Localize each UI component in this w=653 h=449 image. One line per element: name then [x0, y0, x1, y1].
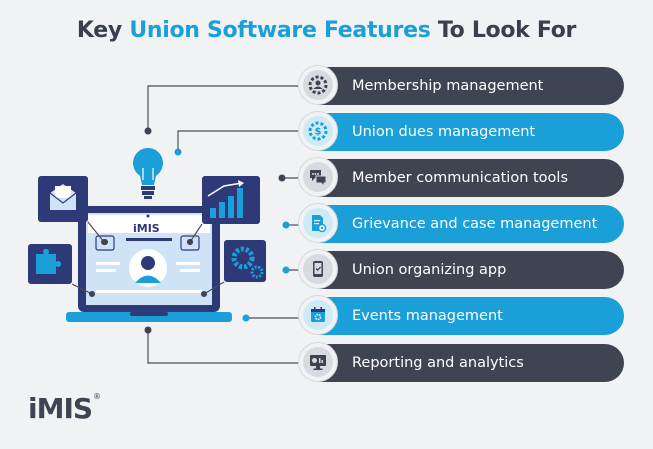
feature-icon-ring	[298, 249, 338, 289]
feature-label: Union organizing app	[352, 262, 507, 278]
page-title: Key Union Software Features To Look For	[0, 18, 653, 43]
feature-icon-bg	[303, 300, 333, 330]
feature-membership-management: Membership management	[298, 65, 624, 105]
calendar-gear-icon	[311, 307, 325, 322]
feature-icon-bg	[303, 70, 333, 100]
connector-dot	[282, 266, 290, 274]
connector-dot	[144, 127, 152, 135]
envelope-panel	[38, 176, 88, 222]
title-start: Key	[76, 18, 130, 43]
screen-logo: iMIS	[133, 222, 160, 235]
feature-icon-bg: $	[303, 116, 333, 146]
chat-bubbles-icon	[310, 170, 327, 187]
feature-icon-bg	[303, 347, 333, 377]
connector-dot	[174, 148, 182, 156]
feature-label: Membership management	[352, 78, 544, 94]
feature-icon-ring	[298, 65, 338, 105]
lightbulb-icon	[133, 148, 163, 199]
connector-dot	[278, 174, 286, 182]
feature-icon-bg	[303, 162, 333, 192]
feature-label: Member communication tools	[352, 170, 569, 186]
connector-dot	[144, 326, 152, 334]
logo-text: iMIS	[28, 392, 93, 425]
feature-member-communication-tools: Member communication tools	[298, 157, 624, 197]
document-gear-icon	[312, 215, 327, 233]
imis-logo: iMIS®	[28, 392, 101, 425]
feature-union-dues-management: $ Union dues management	[298, 111, 624, 151]
feature-reporting-analytics: Reporting and analytics	[298, 342, 624, 382]
bar-chart-panel	[202, 176, 260, 224]
feature-grievance-case-management: Grievance and case management	[298, 203, 624, 243]
registered-mark: ®	[93, 392, 101, 401]
feature-icon-ring	[298, 157, 338, 197]
feature-union-organizing-app: Union organizing app	[298, 249, 624, 289]
feature-icon-ring	[298, 342, 338, 382]
feature-events-management: Events management	[298, 295, 624, 335]
gear-panel	[224, 240, 266, 282]
feature-icon-ring	[298, 203, 338, 243]
connector-dot	[242, 314, 250, 322]
monitor-chart-icon	[310, 355, 326, 370]
feature-label: Union dues management	[352, 124, 536, 140]
smartphone-icon	[313, 261, 323, 277]
dollar-gear-icon: $	[308, 121, 328, 141]
title-end: To Look For	[430, 18, 577, 43]
feature-label: Reporting and analytics	[352, 355, 524, 371]
puzzle-panel	[28, 244, 72, 284]
person-gear-icon	[308, 75, 328, 95]
title-accent: Union Software Features	[129, 18, 431, 43]
svg-text:$: $	[315, 127, 322, 138]
feature-label: Events management	[352, 308, 503, 324]
feature-icon-bg	[303, 254, 333, 284]
laptop-illustration	[66, 206, 232, 322]
feature-label: Grievance and case management	[352, 216, 598, 232]
connector-dot	[282, 221, 290, 229]
feature-icon-ring: $	[298, 111, 338, 151]
feature-icon-ring	[298, 295, 338, 335]
feature-icon-bg	[303, 208, 333, 238]
